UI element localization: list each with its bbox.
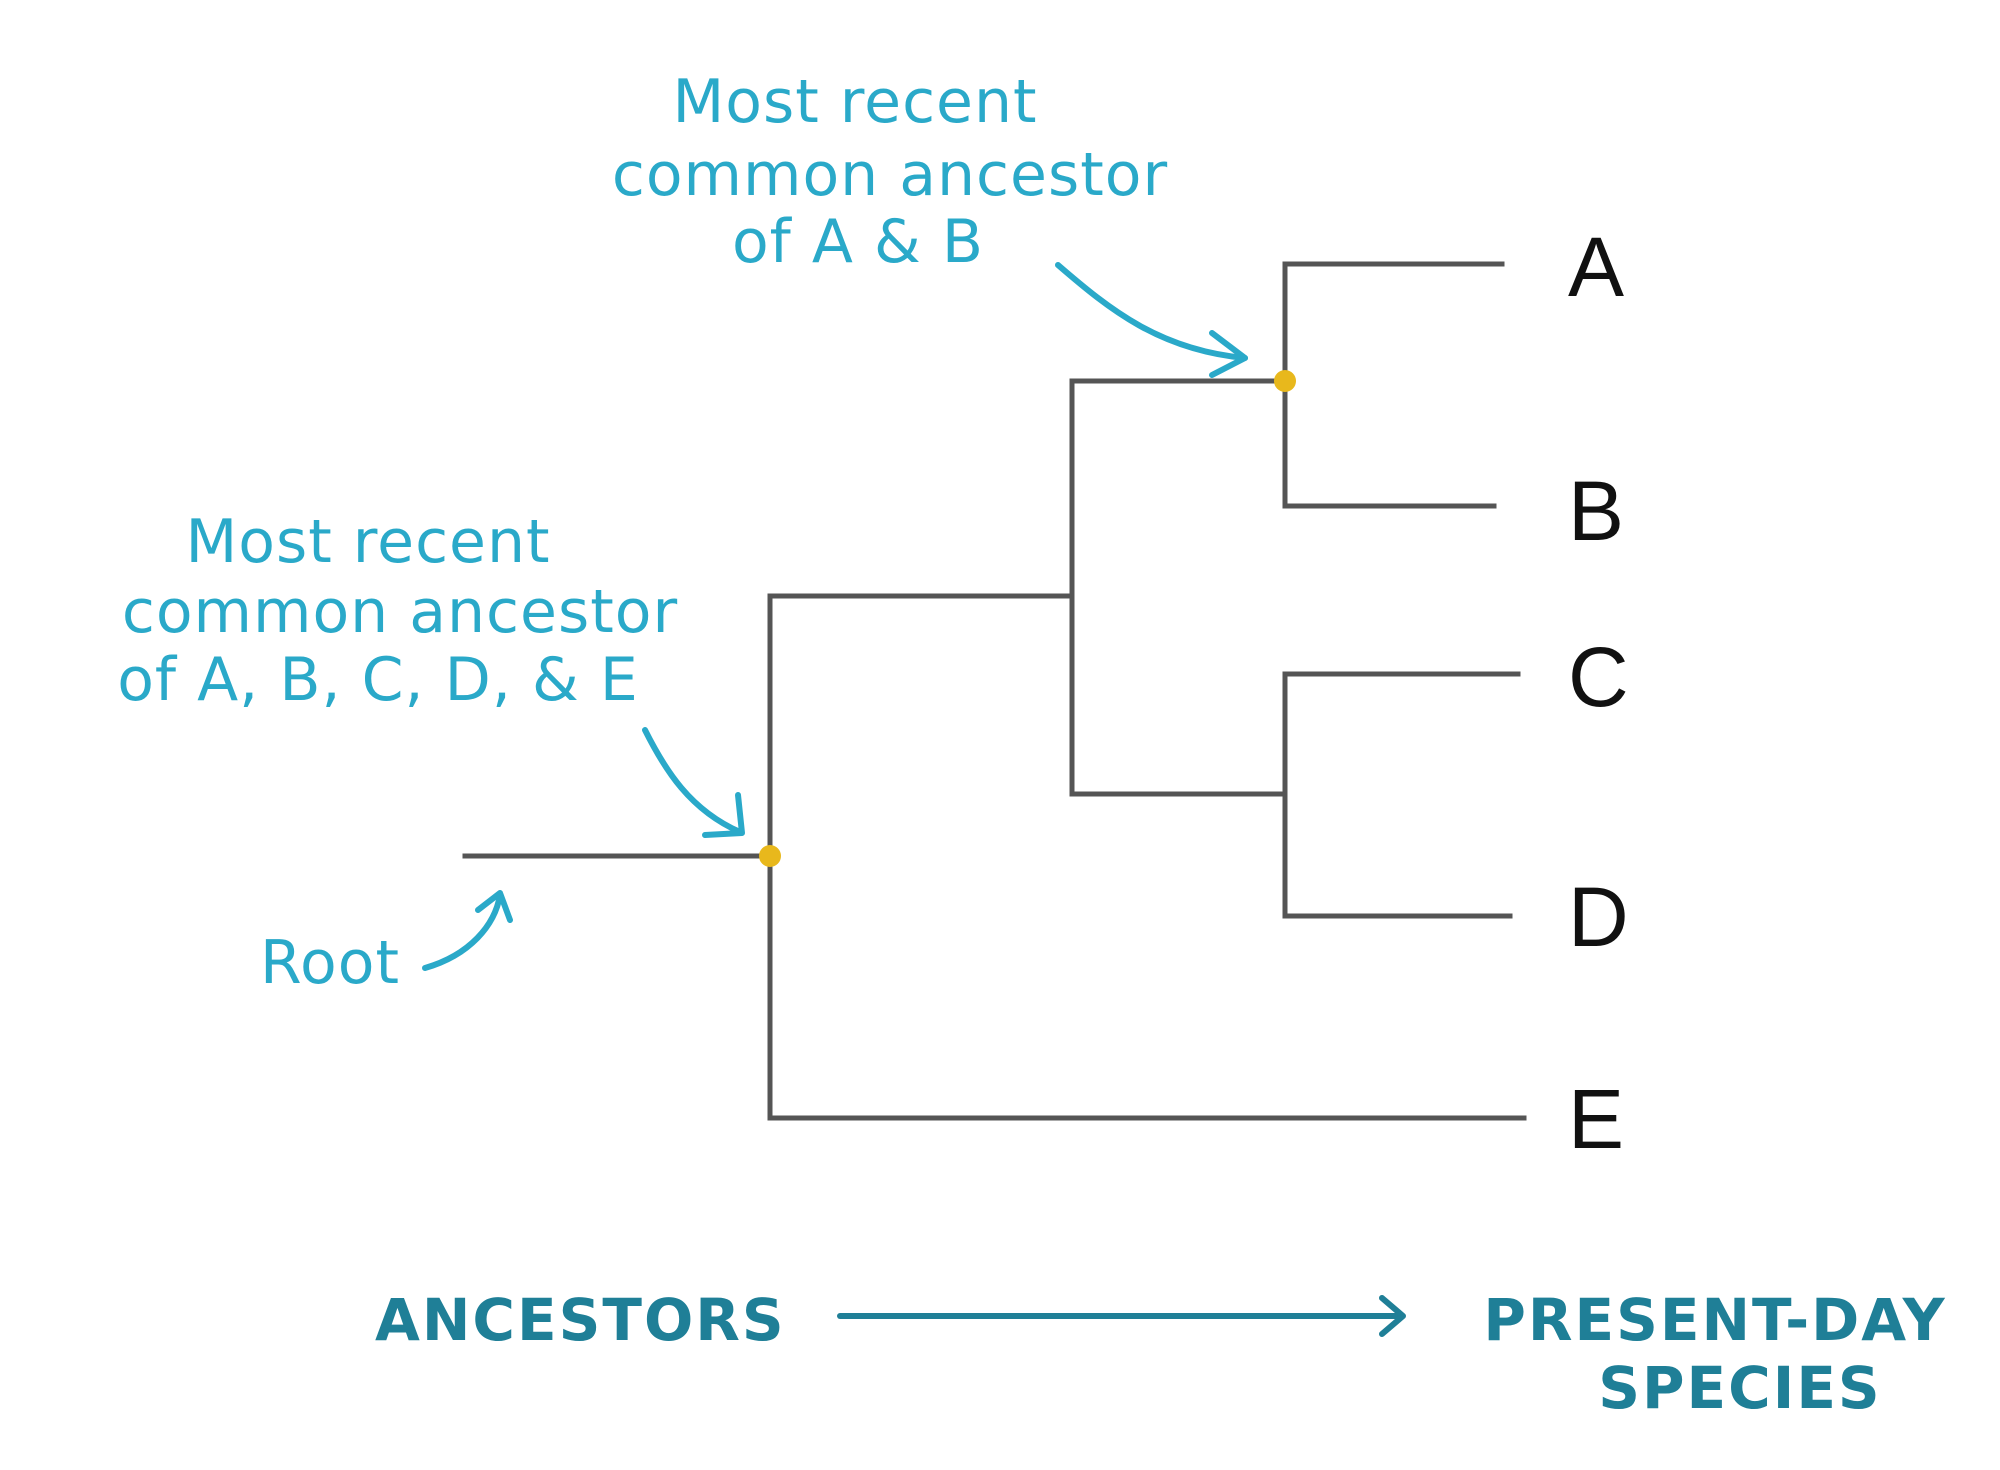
leaf-label-d: D — [1568, 870, 1629, 964]
timeline-start-label: ANCESTORS — [375, 1286, 786, 1354]
mrca-all-line-1: Most recent — [185, 507, 550, 577]
leaf-label-b: B — [1568, 464, 1624, 558]
mrca-all-arrow — [642, 727, 743, 835]
mrca-all-line-3: of A, B, C, D, & E — [117, 645, 639, 715]
leaf-labels: A B C D E — [1568, 220, 1629, 1166]
mrca-ab-arrow — [1055, 262, 1248, 361]
root-arrow — [422, 892, 503, 971]
mrca-all-node — [759, 845, 781, 867]
timeline-arrowhead — [1379, 1295, 1406, 1337]
mrca-ab-line-3: of A & B — [732, 207, 984, 277]
timeline-end-label-line-2: SPECIES — [1598, 1354, 1881, 1422]
mrca-ab-arrowhead — [1209, 330, 1248, 378]
root-annotation: Root — [260, 890, 513, 998]
mrca-ab-line-2: common ancestor — [612, 140, 1168, 210]
root-arrowhead — [475, 890, 513, 923]
mrca-ab-annotation: Most recent common ancestor of A & B — [612, 67, 1248, 378]
mrca-all-annotation: Most recent common ancestor of A, B, C, … — [117, 507, 745, 838]
timeline-end-label-line-1: PRESENT-DAY — [1483, 1286, 1946, 1354]
timeline: ANCESTORS PRESENT-DAY SPECIES — [375, 1286, 1946, 1422]
leaf-label-e: E — [1568, 1072, 1624, 1166]
mrca-all-arrowhead — [702, 792, 745, 838]
leaf-label-a: A — [1568, 220, 1624, 314]
leaf-label-c: C — [1568, 630, 1629, 724]
root-label: Root — [260, 928, 400, 998]
mrca-all-line-2: common ancestor — [122, 577, 678, 647]
mrca-ab-line-1: Most recent — [672, 67, 1037, 137]
mrca-ab-node — [1274, 370, 1296, 392]
